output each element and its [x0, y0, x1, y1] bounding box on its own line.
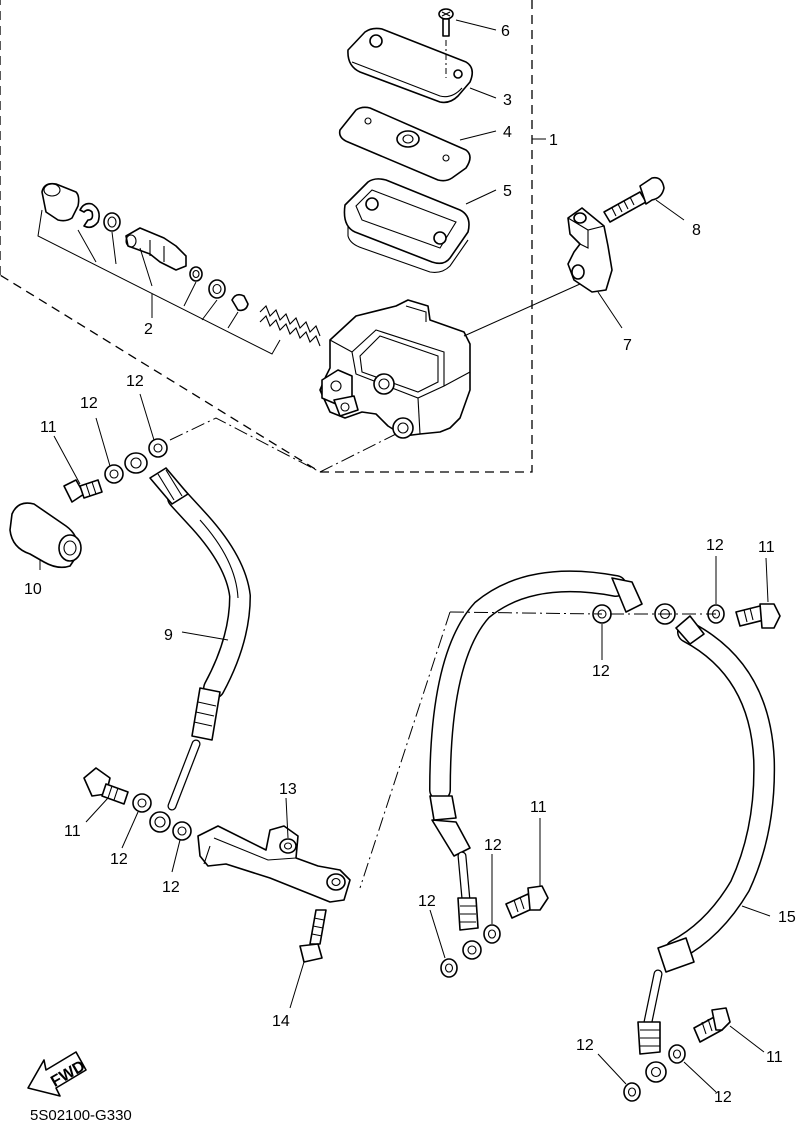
- callout-labels: 1 2 3 4 5 6 7 8 9 10 11 11 11 11 11 12 1…: [24, 23, 796, 1106]
- callout-11-upper-left: 11: [40, 419, 57, 436]
- callout-11-middle-right: 11: [530, 799, 547, 816]
- callout-12-j: 12: [714, 1089, 732, 1106]
- callout-9: 9: [164, 627, 173, 644]
- master-cylinder-body: [319, 299, 471, 439]
- callout-4: 4: [503, 124, 512, 141]
- callout-12-i: 12: [576, 1037, 594, 1054]
- callout-15: 15: [778, 909, 796, 926]
- callout-12-b: 12: [80, 395, 98, 412]
- union-bolt-upper: [63, 479, 103, 503]
- callout-11-lower-right: 11: [766, 1049, 783, 1066]
- callout-12-a: 12: [126, 373, 144, 390]
- alignment-lines: [169, 417, 716, 889]
- callout-7: 7: [623, 337, 632, 354]
- piston-kit: [37, 182, 321, 355]
- brake-hose-joint: [197, 825, 351, 903]
- callout-12-e: 12: [706, 537, 724, 554]
- leader-lines: [39, 19, 771, 1093]
- callout-11-lower-left: 11: [64, 823, 81, 840]
- union-bolt-middle-right: [440, 885, 549, 978]
- banjo-cover: [9, 502, 82, 569]
- washers-upper: [104, 438, 168, 484]
- union-bolt-lower-left: [83, 767, 192, 841]
- callout-1: 1: [549, 132, 558, 149]
- cap-screw: [438, 8, 454, 78]
- callout-12-g: 12: [484, 837, 502, 854]
- handlebar-holder: [567, 207, 613, 293]
- diaphragm-plate: [338, 106, 471, 182]
- callout-6: 6: [501, 23, 510, 40]
- union-bolt-lower-right: [623, 1007, 731, 1102]
- callout-12-d: 12: [162, 879, 180, 896]
- diagram-code: 5S02100-G330: [30, 1107, 132, 1123]
- fwd-arrow-icon: FWD: [27, 1051, 88, 1097]
- brake-hose-front: [124, 452, 251, 833]
- joint-bolt: [299, 909, 327, 963]
- callout-14: 14: [272, 1013, 290, 1030]
- callout-12-c: 12: [110, 851, 128, 868]
- callout-10: 10: [24, 581, 42, 598]
- callout-13: 13: [279, 781, 297, 798]
- assembly-boundary: [0, 0, 533, 473]
- callout-5: 5: [503, 183, 512, 200]
- callout-12-h: 12: [418, 893, 436, 910]
- callout-3: 3: [503, 92, 512, 109]
- diaphragm: [343, 178, 470, 273]
- holder-bolt: [603, 176, 665, 223]
- callout-2: 2: [144, 321, 153, 338]
- callout-11-upper-right: 11: [758, 539, 775, 556]
- callout-8: 8: [692, 222, 701, 239]
- reservoir-cap: [347, 27, 474, 104]
- callout-12-f: 12: [592, 663, 610, 680]
- brake-hose-rear: [429, 570, 776, 1083]
